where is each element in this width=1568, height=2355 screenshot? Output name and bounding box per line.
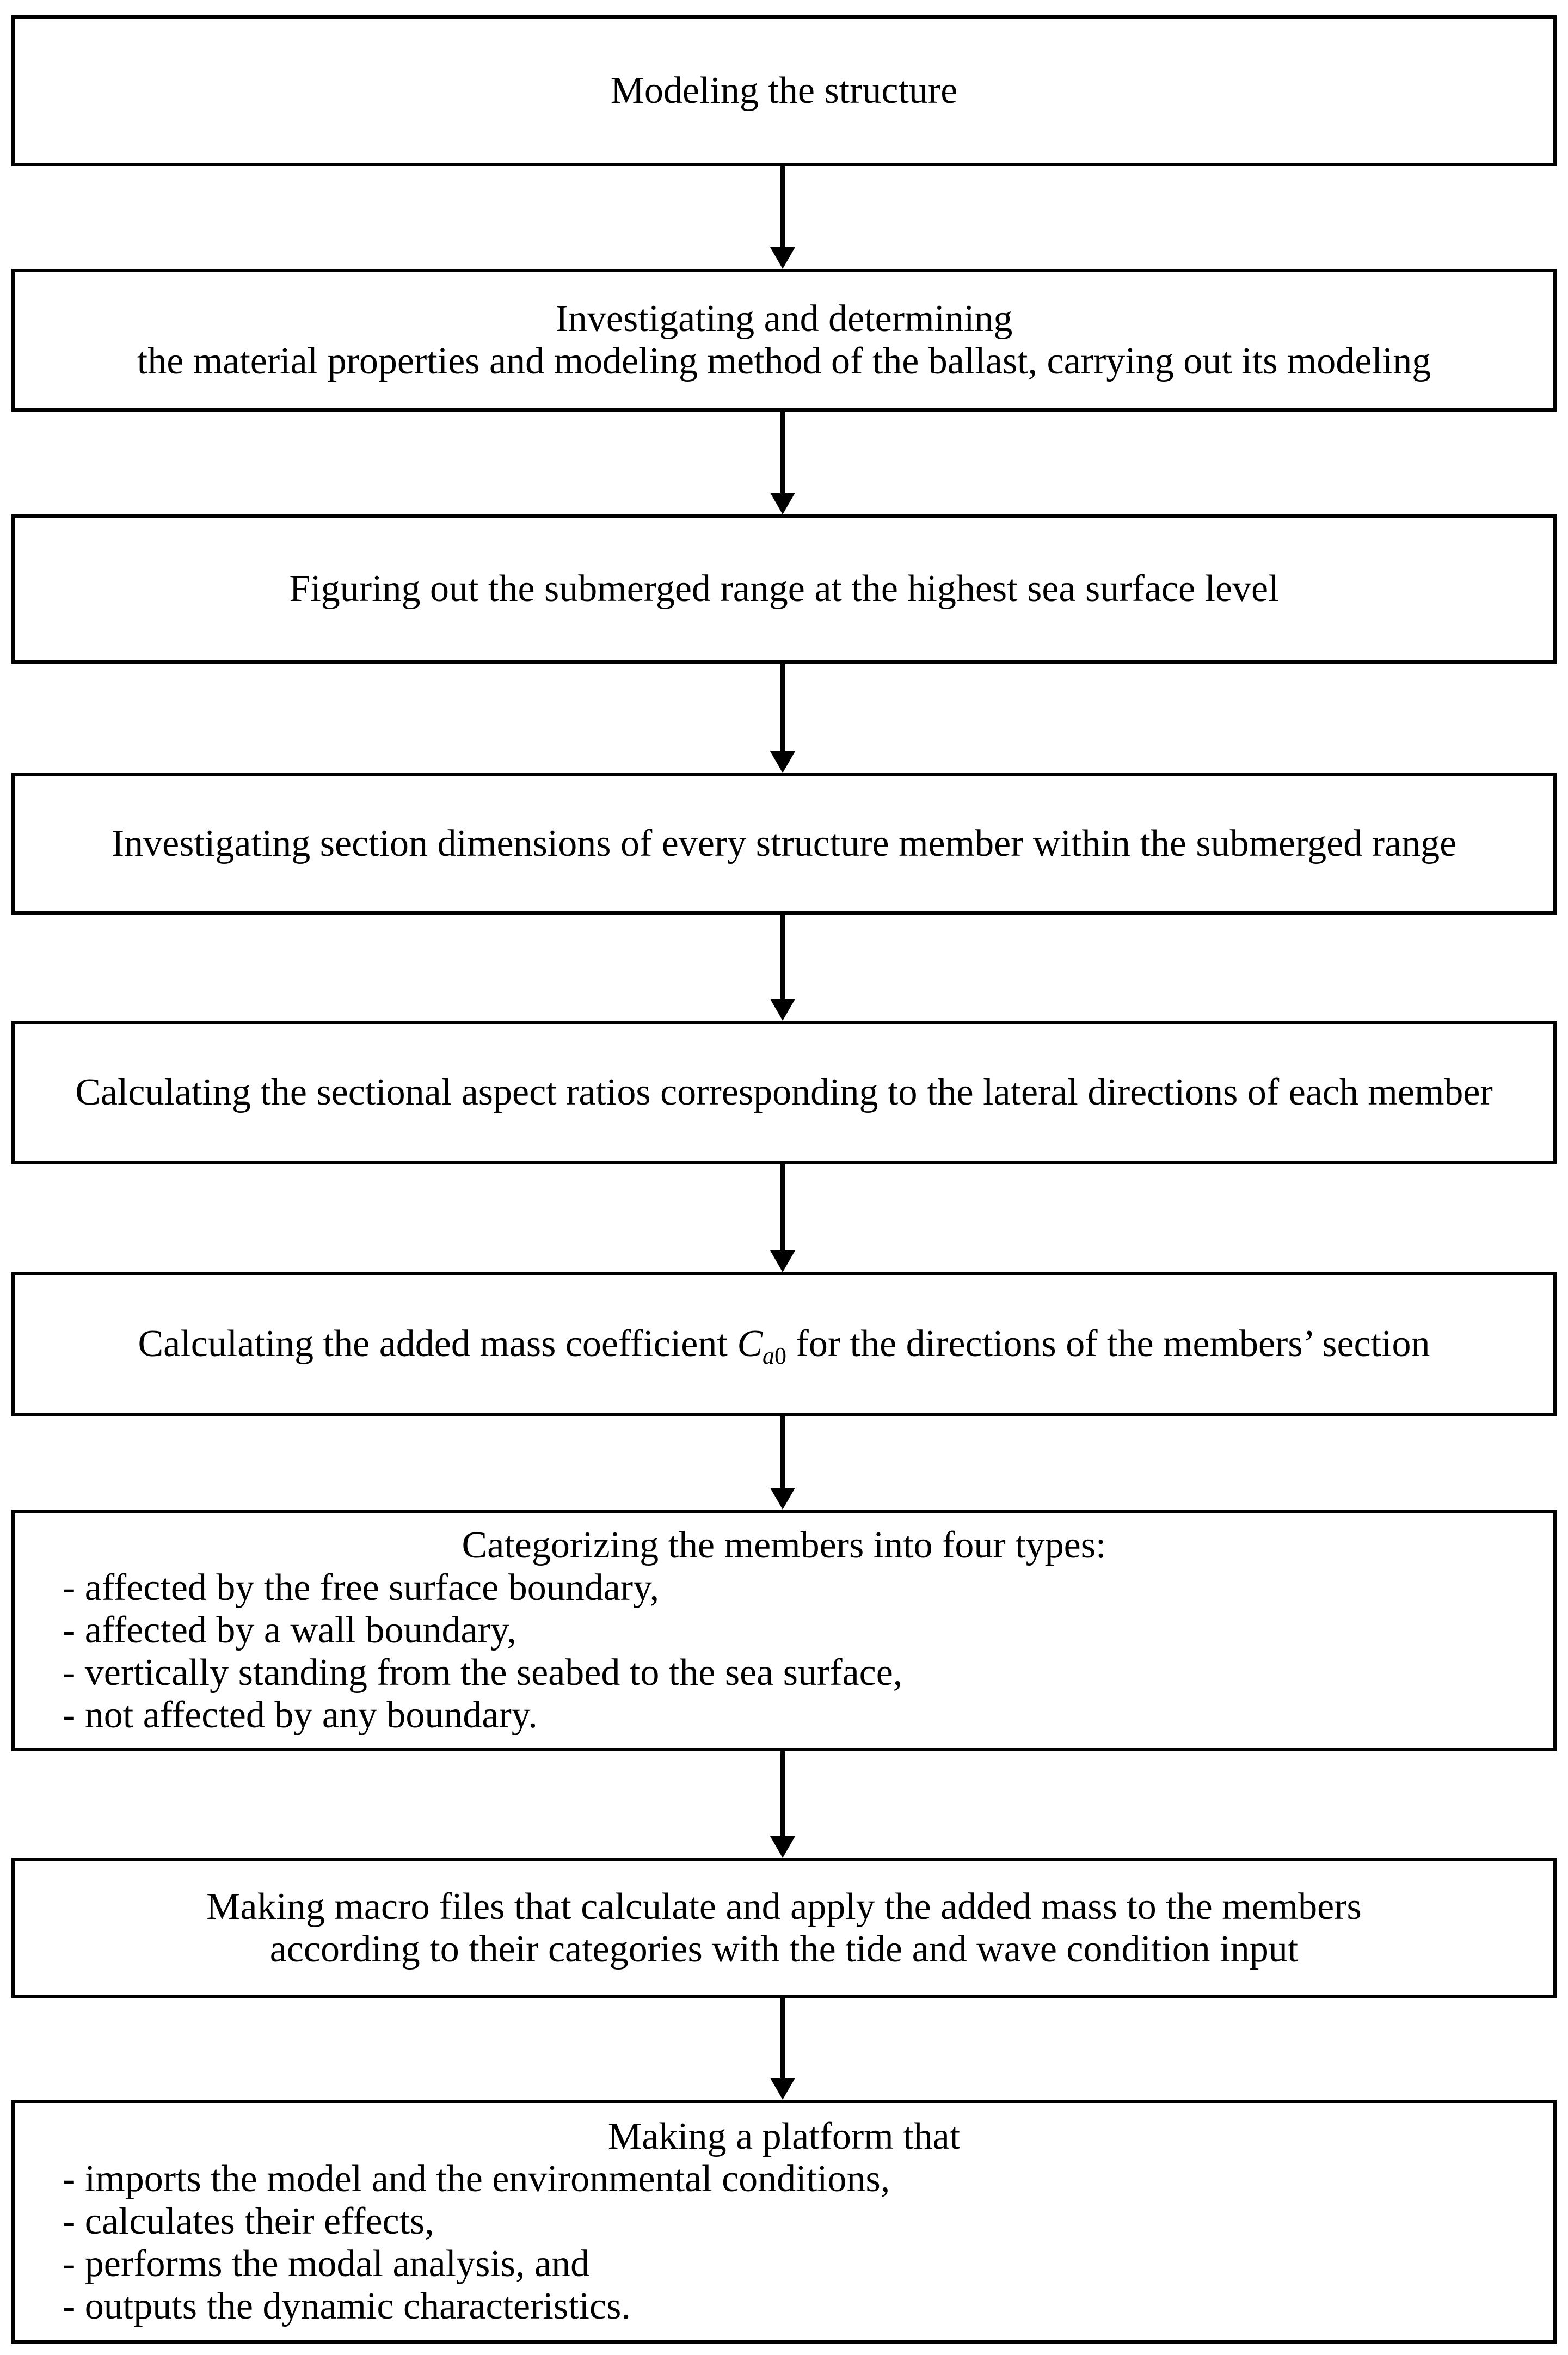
list-item: - calculates their effects, — [63, 2200, 434, 2242]
flow-box-submerged-range: Figuring out the submerged range at the … — [11, 514, 1557, 664]
flow-box-modeling-structure: Modeling the structure — [11, 15, 1557, 166]
list-item: - imports the model and the environmenta… — [63, 2158, 890, 2200]
arrow-shaft — [780, 1751, 785, 1839]
box-text: Calculating the sectional aspect ratios … — [75, 1071, 1493, 1113]
flow-box-added-mass-coefficient: Calculating the added mass coefficient C… — [11, 1272, 1557, 1416]
down-arrow-connector — [769, 412, 796, 514]
flow-box-member-categories: Categorizing the members into four types… — [11, 1510, 1557, 1751]
arrowhead-down-icon — [770, 751, 795, 773]
flow-box-aspect-ratios: Calculating the sectional aspect ratios … — [11, 1021, 1557, 1164]
box-text: according to their categories with the t… — [269, 1928, 1299, 1970]
arrowhead-down-icon — [770, 2078, 795, 2100]
formula-suffix: for the directions of the members’ secti… — [786, 1323, 1430, 1365]
arrowhead-down-icon — [770, 1488, 795, 1510]
box-text: Investigating and determining — [555, 298, 1013, 340]
list-item: - outputs the dynamic characteristics. — [63, 2285, 631, 2327]
down-arrow-connector — [769, 664, 796, 773]
down-arrow-connector — [769, 166, 796, 269]
coefficient-subscript: a0 — [763, 1342, 787, 1369]
arrowhead-down-icon — [770, 999, 795, 1021]
down-arrow-connector — [769, 1998, 796, 2100]
list-item: - not affected by any boundary. — [63, 1694, 538, 1736]
arrowhead-down-icon — [770, 1836, 795, 1858]
down-arrow-connector — [769, 1751, 796, 1858]
arrow-shaft — [780, 1416, 785, 1491]
list-item: - affected by the free surface boundary, — [63, 1567, 660, 1609]
arrow-shaft — [780, 1164, 785, 1254]
box-text-formula: Calculating the added mass coefficient C… — [15, 1323, 1553, 1368]
flow-box-section-dimensions: Investigating section dimensions of ever… — [11, 773, 1557, 915]
box-text: Making macro files that calculate and ap… — [206, 1885, 1362, 1928]
arrow-shaft — [780, 664, 785, 755]
down-arrow-connector — [769, 915, 796, 1021]
box-title: Categorizing the members into four types… — [462, 1524, 1106, 1566]
arrowhead-down-icon — [770, 247, 795, 269]
flow-box-ballast-modeling: Investigating and determining the materi… — [11, 269, 1557, 412]
arrow-shaft — [780, 412, 785, 496]
box-text: Modeling the structure — [610, 69, 958, 112]
arrowhead-down-icon — [770, 1250, 795, 1272]
list-item: - performs the modal analysis, and — [63, 2243, 590, 2285]
arrow-shaft — [780, 166, 785, 250]
flow-box-macro-files: Making macro files that calculate and ap… — [11, 1858, 1557, 1998]
flow-box-platform: Making a platform that - imports the mod… — [11, 2100, 1557, 2344]
arrow-shaft — [780, 915, 785, 1002]
arrow-shaft — [780, 1998, 785, 2081]
formula-prefix: Calculating the added mass coefficient — [138, 1323, 737, 1365]
box-text: the material properties and modeling met… — [137, 340, 1431, 382]
list-item: - affected by a wall boundary, — [63, 1609, 516, 1651]
list-item: - vertically standing from the seabed to… — [63, 1652, 903, 1694]
down-arrow-connector — [769, 1416, 796, 1510]
box-title: Making a platform that — [607, 2115, 961, 2157]
box-text: Investigating section dimensions of ever… — [111, 823, 1457, 864]
arrowhead-down-icon — [770, 493, 795, 514]
box-text: Figuring out the submerged range at the … — [289, 568, 1279, 610]
coefficient-symbol: C — [737, 1323, 763, 1365]
down-arrow-connector — [769, 1164, 796, 1272]
